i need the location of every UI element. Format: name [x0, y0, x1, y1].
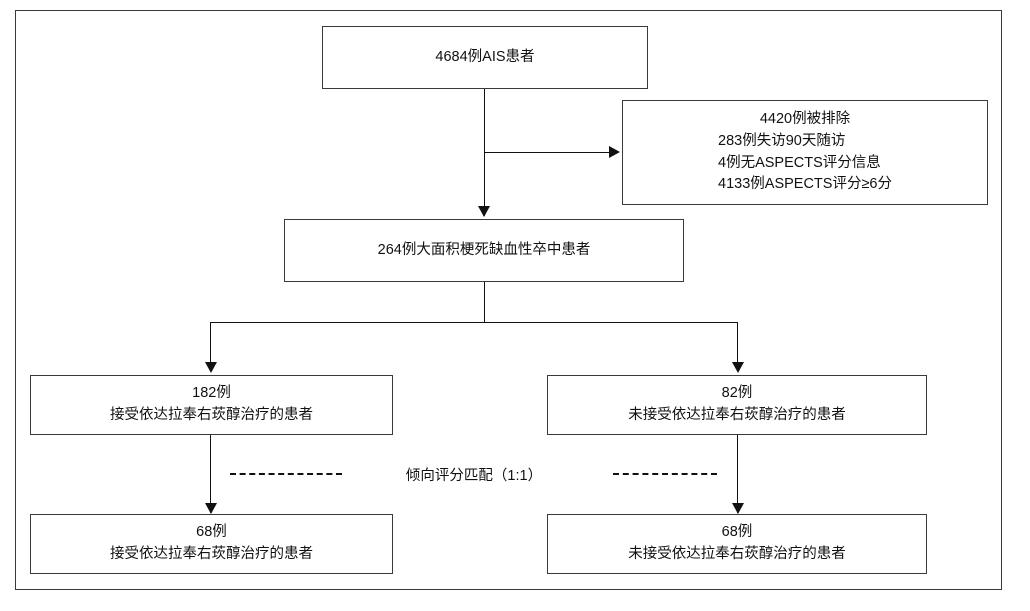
connector-match-left-arrowhead — [205, 503, 217, 514]
connector-match-left-vertical — [210, 435, 211, 513]
connector-trunk-arrowhead — [478, 206, 490, 217]
node-excluded-heading: 4420例被排除 — [759, 111, 851, 127]
node-treated-post-line-1: 68例 — [196, 524, 227, 541]
connector-split-left-drop — [210, 322, 211, 364]
connector-split-right-drop — [737, 322, 738, 364]
matching-dashes-left — [230, 473, 342, 475]
matching-label: 倾向评分匹配（1:1） — [405, 468, 543, 484]
node-untreated-pre-line-1: 82例 — [721, 385, 753, 402]
connector-exclusion-arrowhead — [609, 146, 620, 158]
node-cohort-total: 4684例AIS患者 — [322, 26, 648, 89]
node-untreated-post-line-2: 未接受依达拉奉右莰醇治疗的患者 — [628, 546, 846, 562]
node-untreated-post: 68例 未接受依达拉奉右莰醇治疗的患者 — [547, 514, 927, 574]
node-cohort-total-line-1: 4684例AIS患者 — [435, 48, 535, 65]
connector-split-stem — [484, 282, 485, 323]
connector-split-right-arrowhead — [732, 362, 744, 373]
node-treated-pre-line-1: 182例 — [192, 385, 231, 402]
node-excluded: 4420例被排除 283例失访90天随访 4例无ASPECTS评分信息 4133… — [622, 100, 988, 205]
node-treated-post-line-2: 接受依达拉奉右莰醇治疗的患者 — [110, 546, 313, 562]
node-eligible-line-1: 264例大面积梗死缺血性卒中患者 — [377, 241, 591, 258]
connector-exclusion-horizontal — [484, 152, 611, 153]
node-excluded-content: 4420例被排除 283例失访90天随访 4例无ASPECTS评分信息 4133… — [718, 109, 892, 196]
node-excluded-line-2: 4例无ASPECTS评分信息 — [718, 154, 881, 171]
connector-split-left-arrowhead — [205, 362, 217, 373]
connector-match-right-arrowhead — [732, 503, 744, 514]
connector-split-bar — [210, 322, 738, 323]
node-untreated-pre: 82例 未接受依达拉奉右莰醇治疗的患者 — [547, 375, 927, 435]
node-excluded-line-1: 283例失访90天随访 — [718, 132, 846, 149]
figure-border — [15, 10, 1002, 590]
node-untreated-pre-line-2: 未接受依达拉奉右莰醇治疗的患者 — [628, 407, 846, 423]
node-eligible: 264例大面积梗死缺血性卒中患者 — [284, 219, 684, 282]
node-untreated-post-line-1: 68例 — [721, 524, 753, 541]
node-treated-pre: 182例 接受依达拉奉右莰醇治疗的患者 — [30, 375, 393, 435]
node-treated-pre-line-2: 接受依达拉奉右莰醇治疗的患者 — [110, 407, 313, 423]
node-treated-post: 68例 接受依达拉奉右莰醇治疗的患者 — [30, 514, 393, 574]
matching-dashes-right — [613, 473, 717, 475]
connector-match-right-vertical — [737, 435, 738, 513]
node-excluded-line-3: 4133例ASPECTS评分≥6分 — [718, 176, 892, 193]
